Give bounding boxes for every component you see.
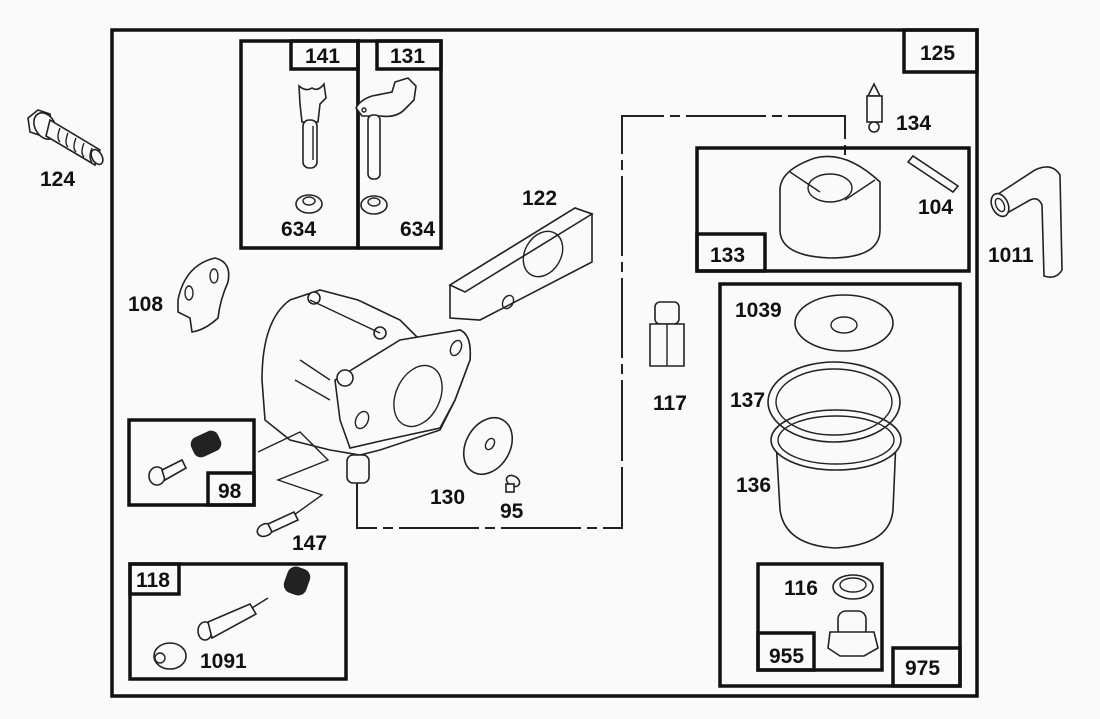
- washer-634-a[interactable]: [295, 194, 323, 214]
- label-137: 137: [730, 389, 765, 412]
- throttle-plate-130[interactable]: [454, 409, 522, 483]
- label-98: 98: [218, 480, 242, 503]
- label-1011: 1011: [988, 244, 1034, 267]
- fitting-117[interactable]: [649, 301, 685, 367]
- label-118: 118: [136, 569, 170, 592]
- label-975: 975: [905, 657, 940, 680]
- label-95: 95: [500, 500, 524, 523]
- kit-box-125: [902, 28, 979, 74]
- fuel-line-1011[interactable]: [988, 166, 1063, 278]
- main-frame: 125: [110, 28, 979, 698]
- needle-spring[interactable]: [282, 565, 312, 597]
- label-130: 130: [430, 486, 465, 509]
- kit-box-118: 118 1091: [128, 562, 348, 681]
- label-147: 147: [292, 532, 327, 555]
- label-134: 134: [896, 112, 931, 135]
- label-634-b: 634: [400, 218, 435, 241]
- label-1039: 1039: [735, 299, 782, 322]
- inlet-needle-134[interactable]: [866, 82, 883, 133]
- needle-valve-1091[interactable]: [197, 597, 269, 641]
- kit-box-131: 131 634: [355, 39, 443, 250]
- label-141: 141: [305, 45, 340, 68]
- idle-mixture-screw-147[interactable]: [255, 510, 300, 539]
- bowl-gasket-1039[interactable]: [794, 294, 894, 352]
- label-116: 116: [784, 577, 818, 600]
- drain-washer-116[interactable]: [832, 574, 874, 600]
- bolt-124[interactable]: [27, 109, 105, 167]
- throttle-shaft[interactable]: [355, 77, 417, 180]
- label-136: 136: [736, 474, 771, 497]
- assembly-line-147: [257, 431, 330, 526]
- kit-box-98: 98: [127, 418, 256, 507]
- label-133: 133: [710, 244, 745, 267]
- float-pin-104[interactable]: [906, 154, 960, 194]
- label-104: 104: [918, 196, 953, 219]
- float[interactable]: [779, 155, 881, 259]
- label-124: 124: [40, 168, 75, 191]
- choke-shaft[interactable]: [298, 81, 327, 169]
- label-125: 125: [920, 42, 955, 65]
- idle-screw[interactable]: [148, 458, 188, 486]
- label-117: 117: [653, 392, 687, 415]
- gasket-spacer-122[interactable]: [448, 207, 594, 321]
- assembly-line-upper: [621, 115, 846, 460]
- idle-spring[interactable]: [189, 429, 223, 459]
- choke-plate-108[interactable]: [177, 257, 230, 333]
- kit-box-141: 141 634: [239, 39, 360, 250]
- label-131: 131: [390, 45, 425, 68]
- washer-634-b[interactable]: [360, 195, 388, 215]
- bowl-136[interactable]: [770, 409, 902, 549]
- label-1091: 1091: [200, 650, 247, 673]
- label-634-a: 634: [281, 218, 316, 241]
- kit-box-133: 133 104: [695, 146, 971, 273]
- ring-137[interactable]: [767, 361, 901, 443]
- label-108: 108: [128, 293, 163, 316]
- needle-cap[interactable]: [153, 642, 187, 670]
- drain-plug[interactable]: [827, 610, 879, 657]
- label-955: 955: [769, 645, 804, 668]
- kit-box-975: 975 1039 137 136: [718, 282, 962, 688]
- carburetor-body[interactable]: [261, 289, 472, 484]
- screw-95[interactable]: [504, 473, 521, 493]
- assembly-line-lower: [356, 460, 623, 529]
- label-122: 122: [522, 187, 557, 210]
- kit-box-955: 955 116: [756, 562, 884, 672]
